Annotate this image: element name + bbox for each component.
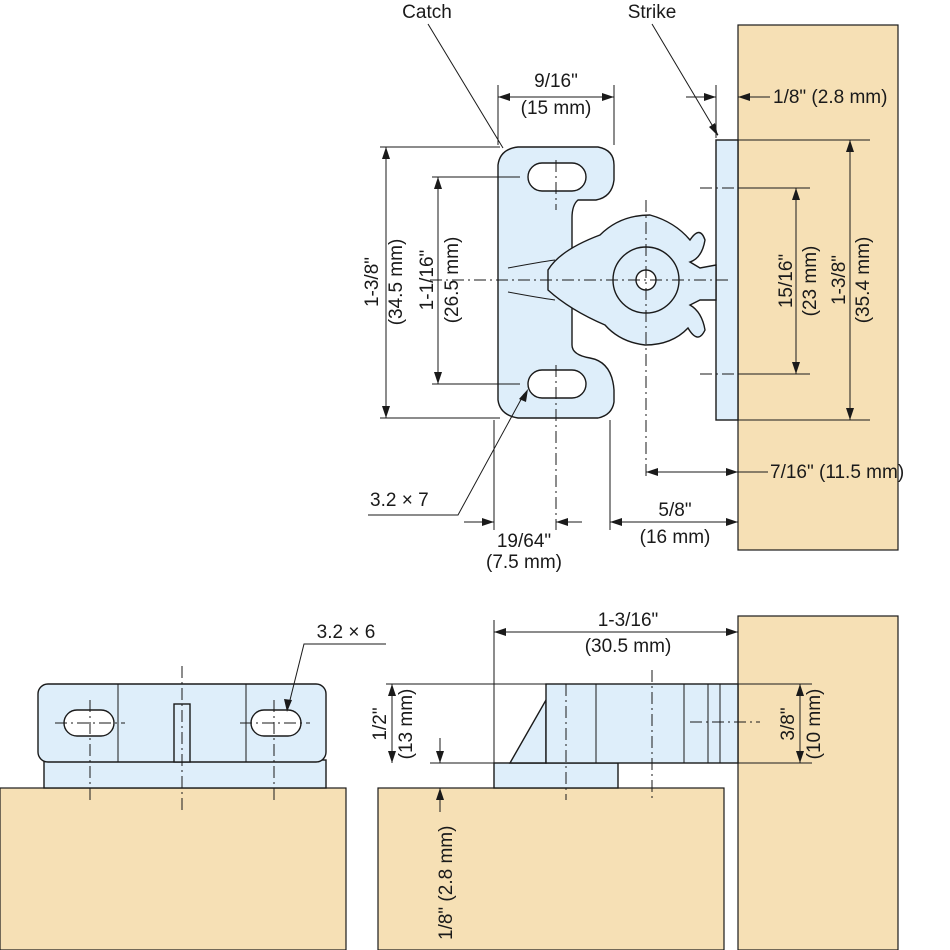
strike-label: Strike: [628, 2, 677, 23]
dim-strike-hole-spacing-metric: (23 mm): [800, 246, 821, 317]
dim-side-length-metric: (30.5 mm): [585, 636, 672, 657]
arrowhead: [726, 628, 738, 636]
arrowhead: [792, 188, 800, 200]
dim-side-strike-height-metric: (10 mm): [804, 689, 825, 760]
arrowhead: [709, 123, 718, 136]
dim-catch-width-metric: (15 mm): [521, 98, 592, 119]
dim-catch-height-metric: (34.5 mm): [386, 239, 407, 326]
dim-strike-thickness-label: 1/8" (2.8 mm): [773, 87, 887, 108]
dim-roller-to-face-metric: (16 mm): [640, 527, 711, 548]
catch-leader: [427, 23, 504, 149]
arrowhead: [646, 468, 658, 476]
arrowhead: [846, 140, 854, 152]
dim-hole-offset-metric: (7.5 mm): [486, 552, 562, 573]
side-catch-body: [545, 683, 739, 764]
screw-top-label: 3.2 × 7: [370, 490, 429, 511]
arrowhead: [704, 93, 716, 101]
catch-slot-bottom: [527, 369, 587, 399]
dim-strike-height-imperial: 1-3/8": [829, 255, 850, 305]
dim-side-base-offset-label: 1/8" (2.8 mm): [436, 826, 457, 940]
dim-side-length-imperial: 1-3/16": [598, 610, 659, 631]
dim-side-height-metric: (13 mm): [396, 689, 417, 760]
arrowhead: [436, 788, 444, 800]
catch-label: Catch: [402, 2, 452, 23]
side-catch-ramp: [508, 697, 547, 764]
arrowhead: [556, 518, 568, 526]
dim-catch-width-imperial: 9/16": [534, 71, 578, 92]
screw-top-leader: [368, 393, 525, 516]
dim-catch-height-imperial: 1-3/8": [362, 257, 383, 307]
dim-strike-height-metric: (35.4 mm): [853, 237, 874, 324]
arrowhead: [284, 699, 292, 712]
arrowhead: [796, 751, 804, 763]
dim-hole-spacing-metric: (26.5 mm): [442, 237, 463, 324]
screw-bottom-label: 3.2 × 6: [317, 622, 376, 643]
arrowhead: [610, 518, 622, 526]
cabinet-panel-left: [0, 787, 347, 950]
arrowhead: [498, 93, 510, 101]
arrowhead: [519, 389, 528, 402]
arrowhead: [388, 684, 396, 696]
dim-side-strike-height-imperial: 3/8": [778, 707, 799, 740]
arrowhead: [738, 93, 750, 101]
dim-hole-offset-imperial: 19/64": [497, 531, 551, 552]
catch-base: [43, 759, 327, 789]
dim-side-height-imperial: 1/2": [370, 707, 391, 740]
arrowhead: [388, 751, 396, 763]
arrowhead: [726, 468, 738, 476]
arrowhead: [796, 684, 804, 696]
arrowhead: [482, 518, 494, 526]
dim-hole-spacing-imperial: 1-1/16": [417, 250, 438, 311]
arrowhead: [434, 372, 442, 384]
side-catch-base: [493, 762, 619, 789]
arrowhead: [846, 408, 854, 420]
arrowhead: [602, 93, 614, 101]
dim-roller-to-face-imperial: 5/8": [658, 500, 691, 521]
screw-bottom-leader: [287, 643, 386, 709]
door-panel-top: [737, 24, 899, 551]
arrowhead: [434, 177, 442, 189]
dim-strike-offset-label: 7/16" (11.5 mm): [770, 462, 904, 483]
spring-line: [507, 291, 556, 301]
strike-leader: [651, 23, 719, 136]
arrowhead: [494, 628, 506, 636]
catch-slot-top: [527, 162, 587, 192]
arrowhead: [382, 406, 390, 418]
cabinet-panel-right: [377, 787, 725, 950]
arrowhead: [792, 362, 800, 374]
spring-line: [507, 259, 556, 269]
dim-strike-hole-spacing-imperial: 15/16": [776, 254, 797, 308]
arrowhead: [436, 751, 444, 763]
arrowhead: [382, 147, 390, 159]
arrowhead: [726, 518, 738, 526]
door-panel-side: [737, 615, 899, 950]
